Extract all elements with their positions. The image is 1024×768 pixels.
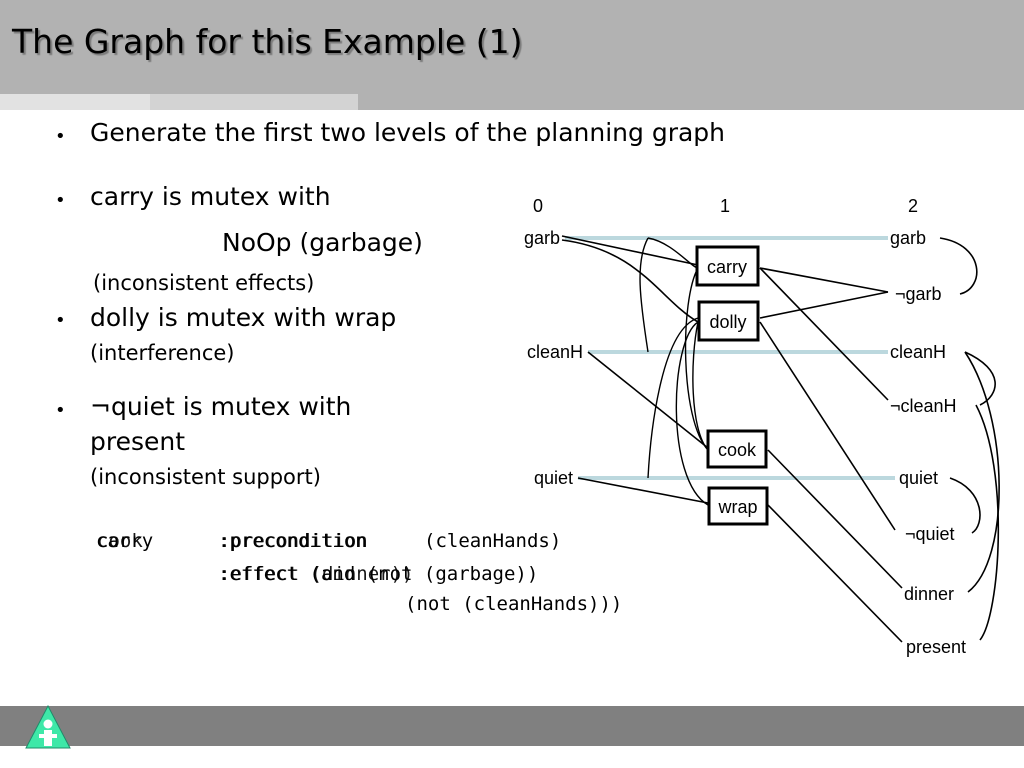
bullet-quiet-text-cont: present (90, 427, 186, 456)
action-box-dolly (697, 300, 760, 342)
literal-2-garb: garb (890, 228, 926, 248)
literal-0-cleanH: cleanH (527, 342, 583, 362)
action-box-cook (706, 429, 768, 469)
action-wrap: wrap (717, 497, 757, 517)
edges (561, 235, 903, 643)
code-precondition-keyword-carry: :precondition (218, 530, 367, 552)
mutex-carry-noopgarb-a (639, 237, 649, 353)
edge-quiet-wrap (577, 477, 709, 504)
code-precondition-keyword-cook: :precondition (219, 530, 368, 552)
edge-wrap-present (767, 504, 903, 643)
bullet-marker: • (55, 126, 66, 147)
edge-garb-carry (561, 235, 699, 266)
level-1-label: 1 (720, 196, 730, 216)
code-action-name-carry: carry (96, 530, 154, 552)
mutex-notcleanH-present (975, 404, 1000, 641)
mutex-quiet-notquiet (949, 477, 981, 534)
slide-title: The Graph for this Example (1) (12, 22, 523, 61)
edge-carry-notcleanH (759, 267, 889, 401)
footer-bar (0, 706, 1024, 746)
bullet-generate-text: Generate the first two levels of the pla… (90, 118, 726, 147)
literal-2-cleanH: cleanH (890, 342, 946, 362)
edge-carry-notgarb (759, 267, 889, 293)
literal-2-notquiet: ¬quiet (905, 524, 955, 544)
action-box-carry (695, 245, 760, 287)
action-dolly: dolly (709, 312, 746, 332)
bullet-dolly-text: dolly is mutex with wrap (90, 303, 397, 332)
bullet-marker: • (55, 190, 66, 211)
mutex-dolly-cook (692, 321, 709, 451)
mutex-carry-cook (684, 267, 709, 451)
literal-2-notgarb: ¬garb (895, 284, 942, 304)
code-effect-continuation: (not (cleanHands))) (405, 593, 623, 615)
literal-2-quiet: quiet (899, 468, 938, 488)
bullet-carry-subtext: NoOp (garbage) (222, 228, 423, 257)
level-0-label: 0 (533, 196, 543, 216)
action-box-wrap (707, 486, 769, 526)
literal-2-notcleanH: ¬cleanH (890, 396, 957, 416)
noop-lines (565, 236, 895, 480)
mutex-cleanH-dinner (964, 351, 1000, 593)
action-boxes (695, 245, 769, 526)
mutex-arcs-actions (639, 237, 709, 506)
mutex-dolly-wrap (675, 321, 709, 506)
code-effect-cook: :effect (dinner)) (219, 563, 414, 585)
edge-garb-dolly (561, 239, 699, 323)
edge-dolly-notquiet (759, 321, 896, 531)
edge-cook-dinner (767, 449, 903, 589)
mutex-carry-noopgarb-b (647, 237, 699, 269)
mutex-arcs-literals (939, 237, 1000, 641)
mutex-dolly-noopquiet (647, 317, 699, 479)
bullet-marker: • (55, 310, 66, 331)
title-bar: The Graph for this Example (1) (0, 0, 1024, 110)
mutex-garb-notgarb (939, 237, 978, 295)
literal-0-garb: garb (524, 228, 560, 248)
title-accent-right (150, 94, 358, 110)
level-2-label: 2 (908, 196, 918, 216)
bullet-dolly-note: (interference) (90, 341, 235, 365)
code-effect-carry: :effect (and (not (garbage)) (218, 563, 539, 585)
action-cook: cook (718, 440, 757, 460)
edge-dolly-notgarb (759, 291, 889, 319)
literal-2-present: present (906, 637, 966, 657)
action-carry: carry (707, 257, 747, 277)
literal-0-quiet: quiet (534, 468, 573, 488)
literal-2-dinner: dinner (904, 584, 954, 604)
bullet-quiet-note: (inconsistent support) (90, 465, 321, 489)
title-accent-left (0, 94, 150, 110)
edge-cleanH-cook (587, 351, 709, 449)
code-precondition-value: (cleanHands) (424, 530, 562, 552)
bullet-carry-text: carry is mutex with (90, 182, 331, 211)
bullet-marker: • (55, 400, 66, 421)
home-icon[interactable] (22, 704, 74, 750)
bullet-carry-note: (inconsistent effects) (93, 271, 315, 295)
code-action-name-cook: cook (97, 530, 143, 552)
mutex-cleanH-notcleanH (964, 351, 996, 406)
bullet-quiet-text: ¬quiet is mutex with (90, 392, 352, 421)
